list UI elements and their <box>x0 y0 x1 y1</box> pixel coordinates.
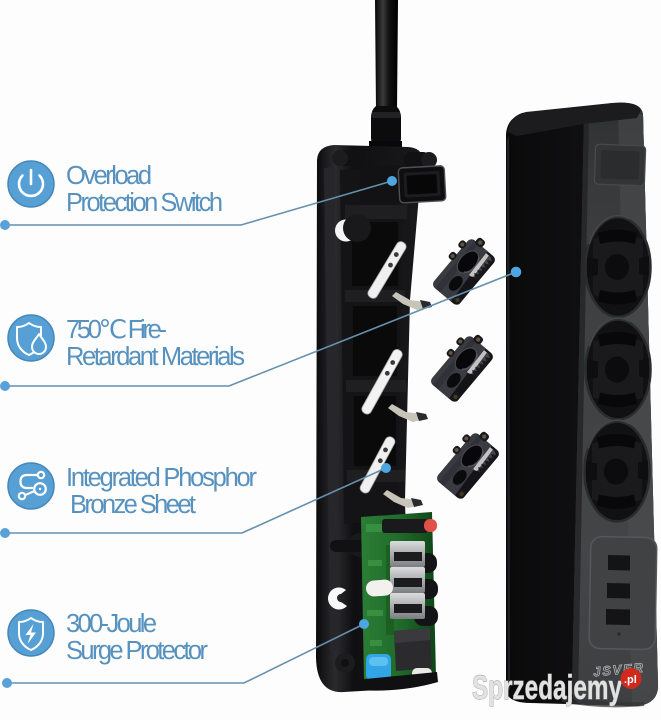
svg-text:Surge Protector: Surge Protector <box>66 637 209 665</box>
svg-text:Retardant Materials: Retardant Materials <box>66 343 245 371</box>
svg-text:300-Joule: 300-Joule <box>66 610 157 638</box>
svg-text:Bronze Sheet: Bronze Sheet <box>70 491 196 519</box>
svg-text:Protection Switch: Protection Switch <box>66 189 223 217</box>
svg-text:Overload: Overload <box>66 162 152 190</box>
svg-text:Sprzedajemy: Sprzedajemy <box>472 669 622 707</box>
svg-text:.pl: .pl <box>624 674 637 686</box>
svg-text:750℃ Fire-: 750℃ Fire- <box>66 316 167 344</box>
svg-text:Integrated Phosphor: Integrated Phosphor <box>66 464 258 492</box>
